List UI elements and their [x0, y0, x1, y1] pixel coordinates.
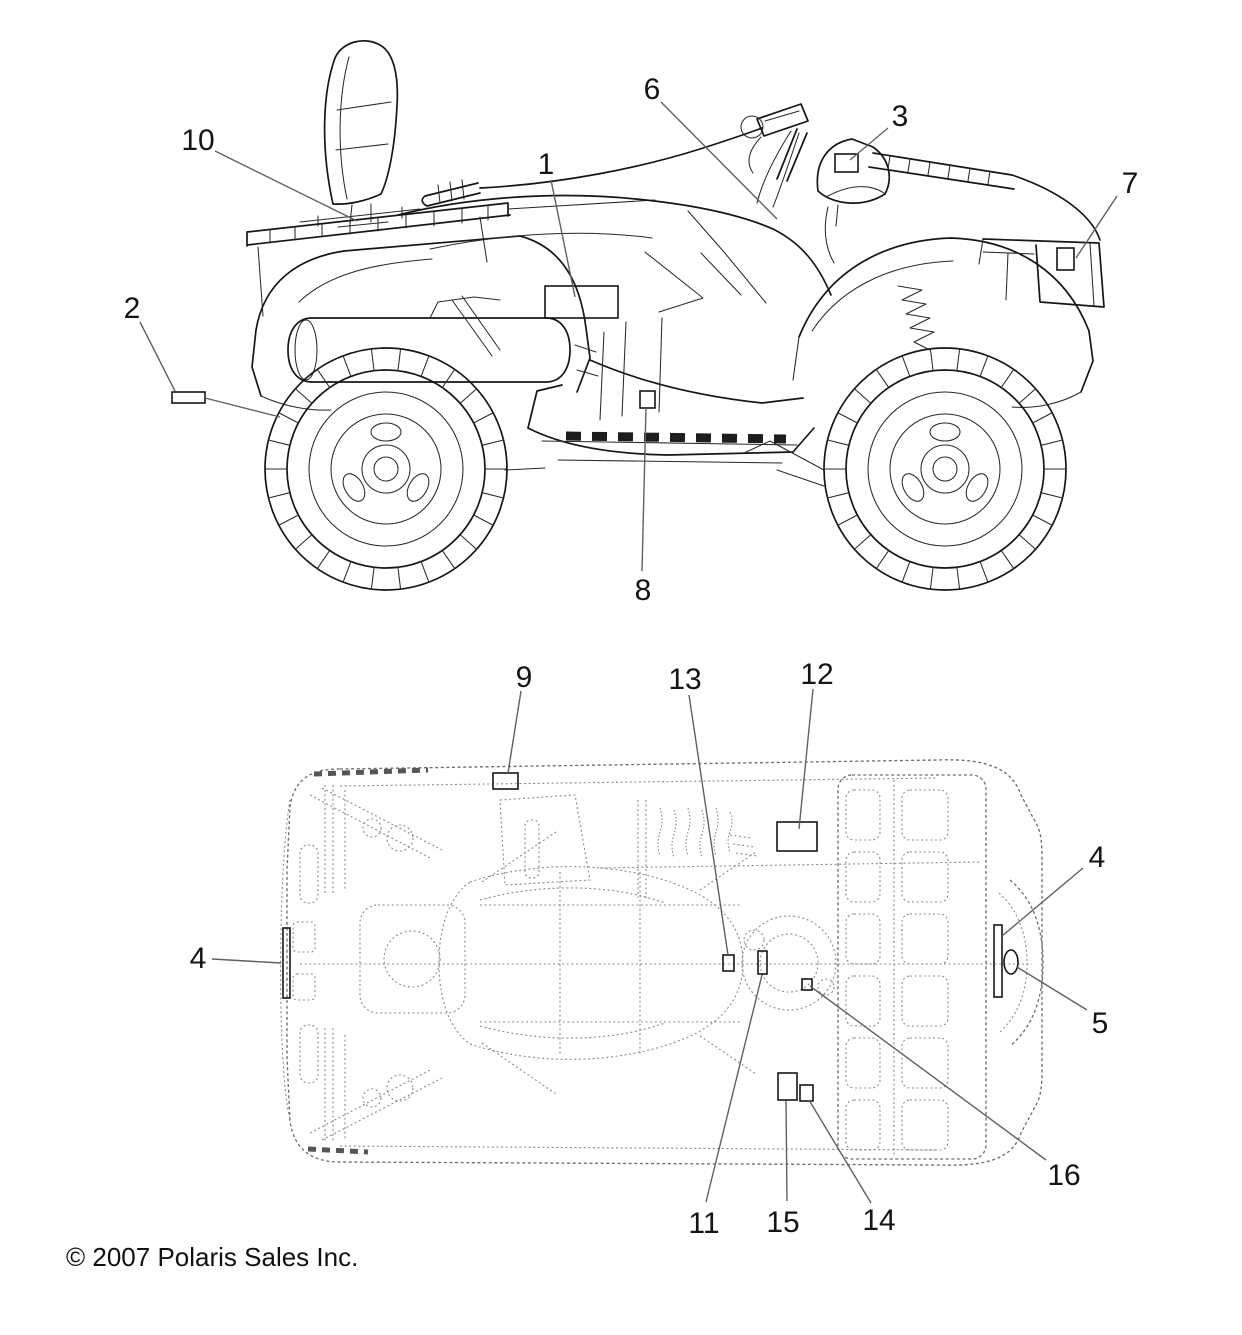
callout-4-leader — [211, 958, 282, 964]
decal-1-marker — [544, 285, 619, 319]
callout-8-leader — [641, 407, 647, 572]
callout-4-leader — [1001, 867, 1084, 937]
callout-12-leader — [798, 688, 814, 830]
callout-6-leader — [660, 101, 778, 220]
callout-3-label: 3 — [892, 100, 909, 133]
callout-1-label: 1 — [538, 148, 555, 181]
callout-9-label: 9 — [516, 661, 533, 694]
callout-10-label: 10 — [181, 124, 214, 157]
decal-4-marker — [282, 927, 291, 999]
decal-13-marker — [722, 954, 735, 972]
front-wheel-illustration — [823, 347, 1067, 591]
callout-14-leader — [808, 1099, 872, 1204]
atv-bottom-view-illustration — [280, 759, 1044, 1166]
callout-4-label: 4 — [190, 942, 207, 975]
callout-7-leader — [1075, 195, 1118, 259]
callout-5-leader — [1016, 966, 1088, 1011]
atv-side-view-illustration — [246, 40, 1105, 487]
callout-11-label: 11 — [688, 1207, 719, 1240]
callout-5-label: 5 — [1092, 1007, 1109, 1040]
callout-8-label: 8 — [635, 574, 652, 607]
callout-15-label: 15 — [766, 1206, 799, 1239]
decal-15-marker — [777, 1072, 798, 1101]
callout-7-label: 7 — [1122, 167, 1139, 200]
callout-3-leader — [849, 127, 889, 161]
decal-2-marker — [171, 391, 206, 404]
decal-3-marker — [834, 153, 859, 173]
front-rack-slot-illustrations — [845, 789, 949, 1151]
callout-15-leader — [785, 1100, 788, 1202]
callout-12-label: 12 — [800, 658, 833, 691]
callout-1-leader — [550, 179, 576, 298]
rear-wheel-illustration — [264, 347, 508, 591]
decal-9-marker — [492, 772, 519, 790]
callout-9-leader — [507, 690, 522, 774]
side-view-callouts: 10 1 2 6 3 7 8 — [124, 73, 1139, 607]
callout-4-label: 4 — [1089, 841, 1106, 874]
bottom-view-callouts: 9 13 12 4 5 4 16 11 15 14 — [190, 658, 1109, 1240]
callout-2-leader — [204, 397, 281, 418]
callout-6-label: 6 — [644, 73, 661, 106]
decal-8-marker — [639, 390, 656, 409]
callout-16-label: 16 — [1047, 1159, 1080, 1192]
callout-10-leader — [214, 150, 358, 222]
callout-2-label: 2 — [124, 292, 141, 325]
decal-16-marker — [801, 978, 813, 991]
callout-2-leader — [139, 321, 176, 392]
callout-11-leader — [705, 974, 763, 1203]
callout-13-leader — [688, 694, 729, 956]
decal-14-marker — [799, 1084, 814, 1102]
decal-5-marker — [1003, 949, 1019, 975]
decal-11-marker — [757, 950, 768, 975]
wheel-illustrations — [264, 347, 1067, 591]
decal-4-marker — [993, 924, 1003, 998]
decal-12-marker — [776, 821, 818, 852]
callout-16-leader — [809, 985, 1047, 1161]
callout-14-label: 14 — [862, 1204, 895, 1237]
decal-7-marker — [1056, 247, 1075, 271]
callout-13-label: 13 — [668, 663, 701, 696]
copyright-notice: © 2007 Polaris Sales Inc. — [66, 1242, 358, 1272]
